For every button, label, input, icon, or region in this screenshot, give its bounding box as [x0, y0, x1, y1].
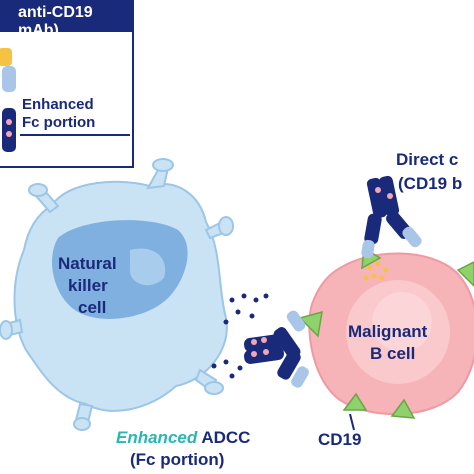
cd19-pointer: [349, 413, 355, 431]
direct-binding-label-line1: Direct c: [396, 150, 459, 169]
legend-title: anti-CD19 mAb): [18, 4, 93, 39]
nk-label-line1: Natural: [58, 254, 117, 273]
nk-nucleus-inner: [129, 248, 166, 286]
adcc-label: Enhanced ADCC: [116, 428, 250, 448]
nk-cell-protrusions: [0, 158, 234, 431]
b-cell-label-line1: Malignant: [348, 322, 428, 341]
legend-fc-label: Fc portion: [22, 114, 96, 131]
cd19-label: CD19: [318, 430, 362, 449]
nk-label-line2: killer: [68, 276, 108, 295]
adcc-word: ADCC: [197, 428, 251, 447]
legend-box: anti-CD19 mAb) Enhanced Fc portion: [0, 0, 134, 168]
legend-enhanced-label: Enhanced: [22, 96, 94, 113]
nk-label-line3: cell: [78, 298, 107, 317]
direct-binding-signal: [363, 261, 389, 281]
adcc-antibody: [243, 310, 309, 388]
adcc-enhanced-word: Enhanced: [116, 428, 198, 447]
cytotoxic-granules: [211, 293, 269, 379]
direct-binding-label-line2: (CD19 b: [398, 174, 463, 193]
cd19-receptors: [298, 246, 474, 419]
adcc-sub-label: (Fc portion): [130, 450, 225, 469]
b-cell-nucleus-core: [372, 292, 432, 352]
direct-binding-antibody: [361, 175, 422, 259]
legend-antibody-icons: [0, 48, 16, 152]
nk-nucleus: [51, 220, 188, 319]
legend-underline: [20, 134, 130, 136]
b-cell-label-line2: B cell: [370, 344, 416, 363]
legend-title-bar: [0, 0, 132, 32]
